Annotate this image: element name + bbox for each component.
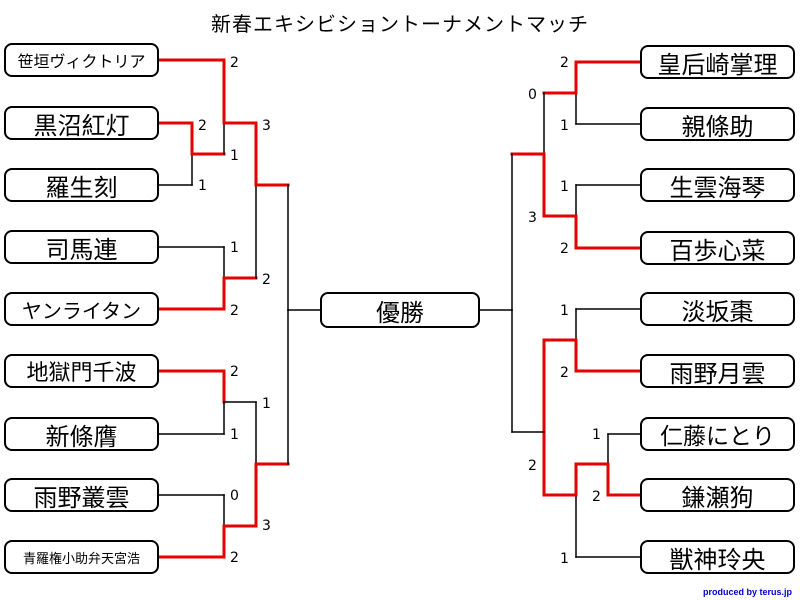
score-left-r2-b-bottom: 3 bbox=[262, 518, 271, 534]
player-right-3[interactable]: 生雲海琴 bbox=[640, 168, 795, 202]
score-left-r1-b-top: 1 bbox=[230, 240, 239, 256]
score-right-r1-c-bottom: 2 bbox=[560, 365, 569, 381]
player-left-4[interactable]: 司馬連 bbox=[4, 230, 159, 264]
score-right-r2-b-bottom: 2 bbox=[528, 458, 537, 474]
player-right-6[interactable]: 雨野月雲 bbox=[640, 354, 795, 388]
player-left-2[interactable]: 黒沼紅灯 bbox=[4, 106, 159, 140]
score-left-r1-d-bottom: 2 bbox=[230, 550, 239, 566]
score-left-r1-a-bottom: 1 bbox=[230, 148, 239, 164]
score-left-r2-b-top: 1 bbox=[262, 396, 271, 412]
player-right-8[interactable]: 鎌瀬狗 bbox=[640, 478, 795, 512]
score-right-qual-bottom: 2 bbox=[592, 489, 601, 505]
player-right-9[interactable]: 獣神玲央 bbox=[640, 540, 795, 574]
player-right-5[interactable]: 淡坂棗 bbox=[640, 292, 795, 326]
score-right-r1-c-top: 1 bbox=[560, 303, 569, 319]
player-right-4[interactable]: 百歩心菜 bbox=[640, 231, 795, 265]
player-left-7[interactable]: 新條膺 bbox=[4, 417, 159, 451]
score-left-r1-c-bottom: 1 bbox=[230, 427, 239, 443]
score-left-r1-c-top: 2 bbox=[230, 364, 239, 380]
score-left-r2-a-top: 3 bbox=[262, 118, 271, 134]
player-left-1[interactable]: 笹垣ヴィクトリア bbox=[4, 43, 159, 77]
score-left-qual-bottom: 1 bbox=[198, 178, 207, 194]
champion-box: 優勝 bbox=[320, 292, 480, 328]
score-left-r2-a-bottom: 2 bbox=[262, 272, 271, 288]
score-right-r1-b-top: 1 bbox=[560, 179, 569, 195]
score-right-r1-a-top: 2 bbox=[560, 55, 569, 71]
score-right-r2-a-top: 0 bbox=[528, 87, 537, 103]
page-title: 新春エキシビショントーナメントマッチ bbox=[211, 12, 589, 36]
score-right-qual-top: 1 bbox=[592, 427, 601, 443]
score-left-r1-a-top: 2 bbox=[230, 55, 239, 71]
player-left-3[interactable]: 羅生刻 bbox=[4, 168, 159, 202]
player-right-7[interactable]: 仁藤にとり bbox=[640, 417, 795, 451]
score-right-r1-last-bottom: 1 bbox=[560, 551, 569, 567]
score-left-r1-b-bottom: 2 bbox=[230, 303, 239, 319]
score-left-qual-top: 2 bbox=[198, 118, 207, 134]
score-right-r2-a-bottom: 3 bbox=[528, 210, 537, 226]
player-left-6[interactable]: 地獄門千波 bbox=[4, 354, 159, 388]
player-left-5[interactable]: ヤンライタン bbox=[4, 292, 159, 326]
player-right-1[interactable]: 皇后崎掌理 bbox=[640, 45, 795, 79]
player-left-8[interactable]: 雨野叢雲 bbox=[4, 478, 159, 512]
credit-text: produced by terus.jp bbox=[702, 587, 792, 597]
player-right-2[interactable]: 親條助 bbox=[640, 107, 795, 141]
player-left-9[interactable]: 青羅権小助弁天宮浩 bbox=[4, 540, 159, 574]
score-right-r1-a-bottom: 1 bbox=[560, 118, 569, 134]
score-left-r1-d-top: 0 bbox=[230, 488, 239, 504]
score-right-r1-b-bottom: 2 bbox=[560, 241, 569, 257]
